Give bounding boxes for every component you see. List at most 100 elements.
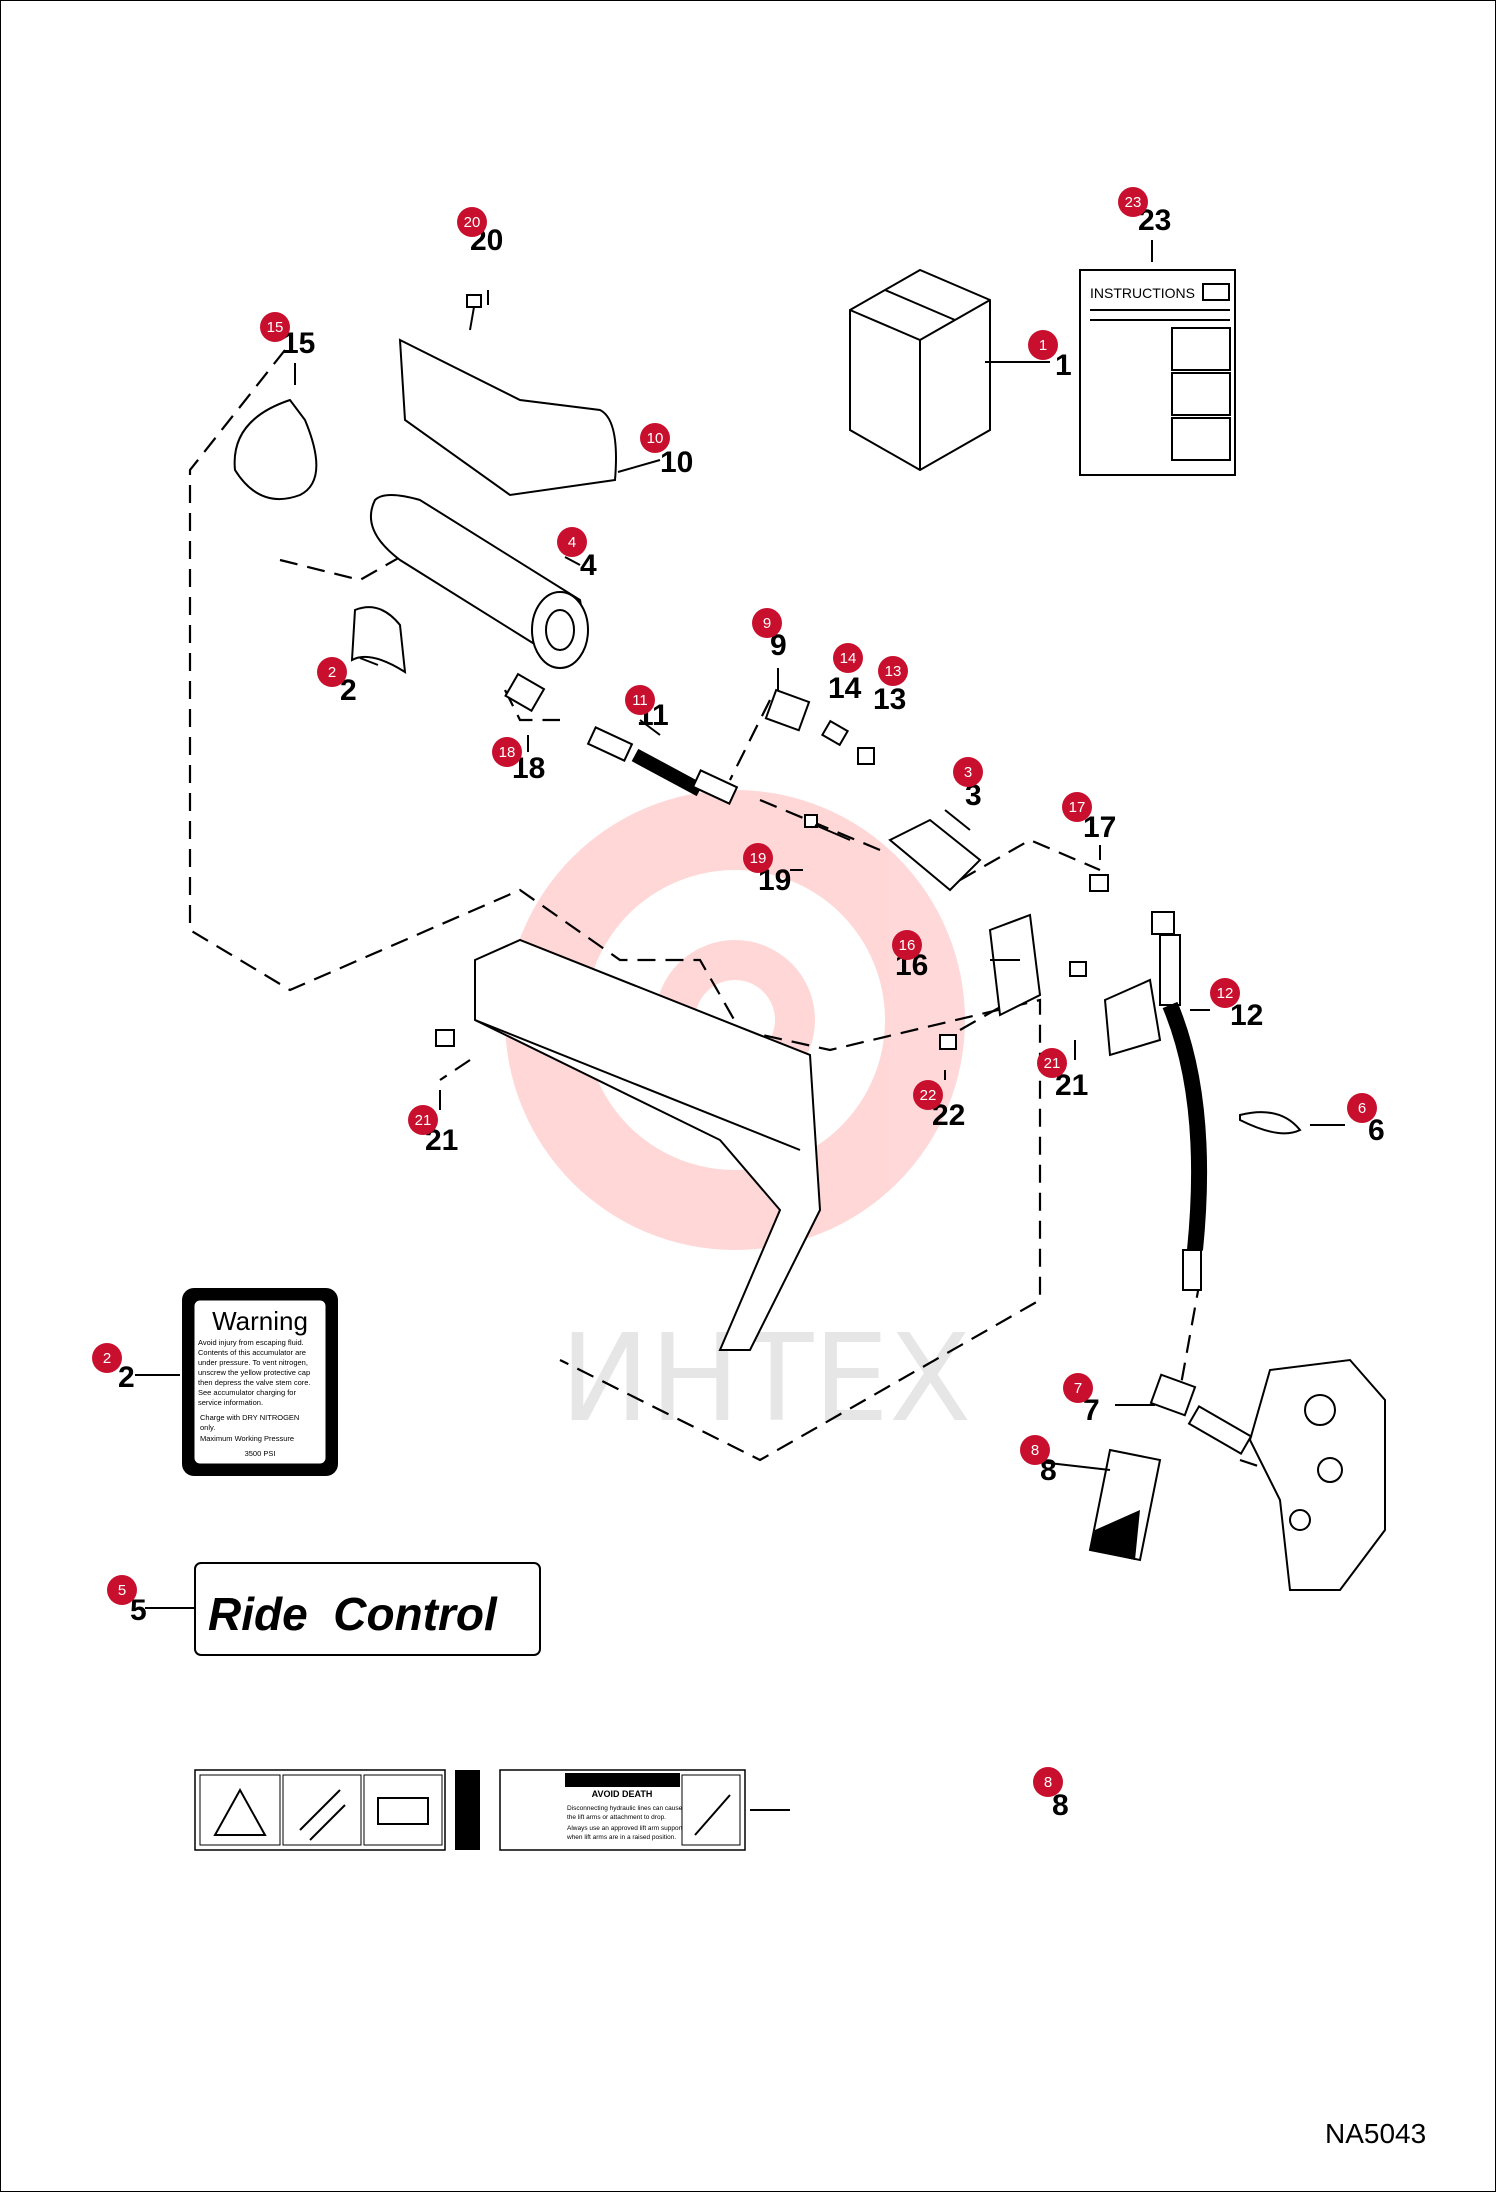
danger-subheader: AVOID DEATH <box>592 1789 653 1799</box>
callout-badge <box>317 657 347 687</box>
callout-badge-number: 19 <box>750 850 767 867</box>
callout-badge <box>1063 1373 1093 1403</box>
callout-label: 10 <box>660 446 693 479</box>
callout-badge-number: 18 <box>499 744 516 761</box>
frame-edge <box>474 1019 801 1151</box>
callout-badge <box>1020 1435 1050 1465</box>
callout-badge-number: 4 <box>568 534 576 551</box>
callout-label: 8 <box>1052 1789 1069 1822</box>
callout-badge-number: 5 <box>118 1582 126 1599</box>
callout-badge <box>953 757 983 787</box>
danger-bullet: Disconnecting hydraulic lines can cause <box>567 1805 683 1812</box>
callout-badge <box>752 608 782 638</box>
callout-label: 2 <box>118 1361 135 1394</box>
control-valve <box>1248 1358 1386 1591</box>
bracket <box>988 913 1042 1017</box>
callout-badge-number: 3 <box>964 764 972 781</box>
lift-arm-support-icon <box>694 1794 731 1836</box>
warning-decal-line: Avoid injury from escaping fluid. <box>198 1338 304 1347</box>
watermark-text: ИНТЕХ <box>560 1310 971 1449</box>
callout-badge-number: 17 <box>1069 799 1086 816</box>
callout-badge-number: 13 <box>885 663 902 680</box>
accumulator-shield <box>398 338 617 497</box>
callout-badge-number: 11 <box>632 692 648 709</box>
callout-badge <box>743 843 773 873</box>
callout-badge <box>1210 978 1240 1008</box>
warning-decal-line: service information. <box>198 1398 263 1407</box>
warning-decal-line: unscrew the yellow protective cap <box>198 1368 310 1377</box>
warning-decal-line: under pressure. To vent nitrogen, <box>198 1358 308 1367</box>
callout-label: 5 <box>130 1594 147 1627</box>
manual-book-icon <box>377 1797 429 1825</box>
loader-frame <box>474 938 822 1351</box>
leader-dash <box>1178 1279 1202 1391</box>
callout-badge-number: 22 <box>920 1087 937 1104</box>
danger-bullet: when lift arms are in a raised position. <box>566 1834 676 1841</box>
callout-badge-number: 20 <box>464 214 481 231</box>
hose-12 <box>1103 911 1208 1291</box>
callout-badge <box>1347 1093 1377 1123</box>
bolt <box>939 1034 957 1050</box>
callout-badge-number: 21 <box>415 1112 432 1129</box>
kit-box <box>849 268 991 472</box>
bolt <box>466 294 482 331</box>
leader-lines <box>135 240 1345 1811</box>
warning-decal-charge: Charge with DRY NITROGEN <box>200 1413 299 1422</box>
leader-dash <box>439 1059 471 1081</box>
warning-decal: Warning Avoid injury from escaping fluid… <box>182 1288 338 1476</box>
callout-badge-number: 8 <box>1044 1774 1052 1791</box>
callout-label: 12 <box>1230 999 1263 1032</box>
callout-label: 6 <box>1368 1114 1385 1147</box>
callouts: 1122223344556677888899101011111212131314… <box>92 187 1385 1822</box>
callout-badge-number: 8 <box>1031 1442 1039 1459</box>
lift-arm-support-icon <box>299 1789 346 1841</box>
callout-badge <box>107 1575 137 1605</box>
callout-badge-number: 21 <box>1044 1055 1061 1072</box>
fitting <box>1149 1373 1253 1456</box>
callout-badge-number: 6 <box>1358 1100 1366 1117</box>
callout-badge <box>1037 1048 1067 1078</box>
leader-dash <box>504 689 560 722</box>
hose-tag <box>1088 1448 1162 1562</box>
fitting <box>857 747 875 765</box>
callout-label: 4 <box>580 549 597 582</box>
fitting <box>820 719 850 747</box>
warning-decal-charge: only. <box>200 1423 215 1432</box>
nut <box>435 1029 455 1047</box>
clamp <box>233 398 318 501</box>
callout-label: 7 <box>1083 1394 1100 1427</box>
instructions-label: INSTRUCTIONS <box>1090 285 1195 301</box>
callout-label: 8 <box>1040 1454 1057 1487</box>
callout-badge <box>92 1343 122 1373</box>
callout-badge <box>557 527 587 557</box>
danger-decal: DANGER DANGER AVOID DEATH Disconnecting … <box>194 1769 746 1851</box>
warning-decal-pressure-value: 3500 PSI <box>245 1449 276 1458</box>
callout-badge <box>913 1080 943 1110</box>
callout-badge <box>1062 792 1092 822</box>
bolt <box>804 814 851 841</box>
warning-triangle-icon <box>213 1787 267 1836</box>
callout-badge <box>1028 330 1058 360</box>
callout-badge-number: 9 <box>763 615 771 632</box>
warning-decal-line: then depress the valve stem core. <box>198 1378 311 1387</box>
callout-badge-number: 1 <box>1039 337 1047 354</box>
callout-badge <box>833 643 863 673</box>
valve <box>888 818 982 892</box>
callout-badge <box>408 1105 438 1135</box>
callout-badge-number: 10 <box>647 430 664 447</box>
callout-badge <box>878 656 908 686</box>
ride-control-decal: Ride Control <box>194 1562 541 1656</box>
callout-badge <box>260 312 290 342</box>
port <box>1289 1509 1311 1531</box>
callout-badge <box>625 685 655 715</box>
leader-dash <box>729 699 771 781</box>
callout-badge-number: 23 <box>1125 194 1142 211</box>
assembly-outline <box>188 349 1042 1462</box>
callout-badge-number: 14 <box>840 650 857 667</box>
danger-bullet: Always use an approved lift arm support <box>567 1825 683 1832</box>
callout-badge <box>492 737 522 767</box>
callout-badge <box>457 207 487 237</box>
callout-badge-number: 7 <box>1074 1380 1082 1397</box>
hose-11 <box>586 726 739 805</box>
